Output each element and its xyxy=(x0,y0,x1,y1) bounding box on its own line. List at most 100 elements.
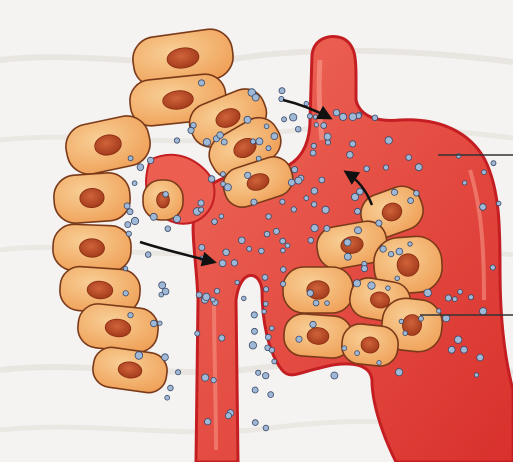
granule xyxy=(448,346,455,353)
granule xyxy=(225,413,231,419)
granule xyxy=(219,335,225,341)
granule xyxy=(279,88,285,94)
granule xyxy=(458,289,463,294)
granule xyxy=(239,237,246,244)
granule xyxy=(265,334,271,340)
granule xyxy=(272,359,277,364)
granule xyxy=(127,209,133,215)
granule xyxy=(251,199,257,205)
granule xyxy=(310,150,316,156)
granule xyxy=(368,282,375,289)
granule xyxy=(147,157,153,163)
granule xyxy=(145,252,151,258)
granule xyxy=(463,181,467,185)
granule xyxy=(212,219,218,225)
granule xyxy=(456,154,461,159)
granule xyxy=(342,346,347,351)
granule xyxy=(219,260,226,267)
granule xyxy=(173,215,180,222)
granule xyxy=(224,184,231,191)
granule xyxy=(220,172,225,177)
granule xyxy=(311,188,318,195)
granule xyxy=(244,116,251,123)
granule xyxy=(307,114,312,119)
granule xyxy=(331,372,338,379)
granule xyxy=(199,207,204,212)
granule xyxy=(408,242,412,246)
granule xyxy=(496,201,501,206)
granule xyxy=(247,246,252,251)
granule xyxy=(372,115,378,121)
gland-cell-right-4 xyxy=(283,267,353,313)
granule xyxy=(159,282,166,289)
granule xyxy=(350,141,356,147)
granule xyxy=(256,370,261,375)
granule xyxy=(252,420,258,426)
granule xyxy=(242,296,247,301)
granule xyxy=(280,199,285,204)
granule xyxy=(395,276,400,281)
granule xyxy=(455,336,462,343)
granule xyxy=(396,248,403,255)
granule xyxy=(214,288,219,293)
granule xyxy=(199,245,205,251)
granule xyxy=(310,321,316,327)
granule xyxy=(221,139,227,145)
granule xyxy=(307,290,313,296)
granule xyxy=(202,374,209,381)
granule xyxy=(461,346,468,353)
granule xyxy=(482,170,487,175)
granule xyxy=(271,133,278,140)
granule xyxy=(377,361,381,365)
granule xyxy=(137,164,144,171)
granule xyxy=(490,265,495,270)
granule xyxy=(188,127,194,133)
granule xyxy=(211,378,216,383)
granule xyxy=(251,139,256,144)
granule xyxy=(165,395,170,400)
granule xyxy=(319,177,325,183)
granule xyxy=(266,214,271,219)
granule xyxy=(376,220,382,226)
granule xyxy=(353,280,360,287)
granule xyxy=(163,192,169,198)
granule xyxy=(324,226,330,232)
granule xyxy=(196,292,202,298)
granule xyxy=(321,123,327,129)
granule xyxy=(150,213,157,220)
granule xyxy=(480,308,487,315)
granule xyxy=(295,177,302,184)
granule xyxy=(176,370,181,375)
granule xyxy=(349,113,357,121)
granule xyxy=(414,191,420,197)
granule xyxy=(263,425,269,431)
granule xyxy=(268,392,274,398)
granule xyxy=(211,297,216,302)
granule xyxy=(128,313,133,318)
granule xyxy=(198,200,204,206)
granule xyxy=(351,193,358,200)
granule xyxy=(252,94,259,101)
granule xyxy=(313,300,319,306)
granule xyxy=(125,222,131,228)
granule xyxy=(364,166,370,172)
granule xyxy=(355,227,362,234)
granule xyxy=(251,312,257,318)
granule xyxy=(361,266,367,272)
granule xyxy=(131,217,138,224)
granule xyxy=(477,354,484,361)
granule xyxy=(285,243,290,248)
granule xyxy=(296,336,302,342)
granule xyxy=(281,248,286,253)
granule xyxy=(344,239,351,246)
granule xyxy=(292,167,298,173)
granule xyxy=(480,204,487,211)
granule xyxy=(203,293,210,300)
granule xyxy=(262,309,267,314)
granule xyxy=(123,291,128,296)
granule xyxy=(165,226,171,232)
granule xyxy=(322,206,329,213)
granule xyxy=(290,114,297,121)
granule xyxy=(123,266,127,270)
